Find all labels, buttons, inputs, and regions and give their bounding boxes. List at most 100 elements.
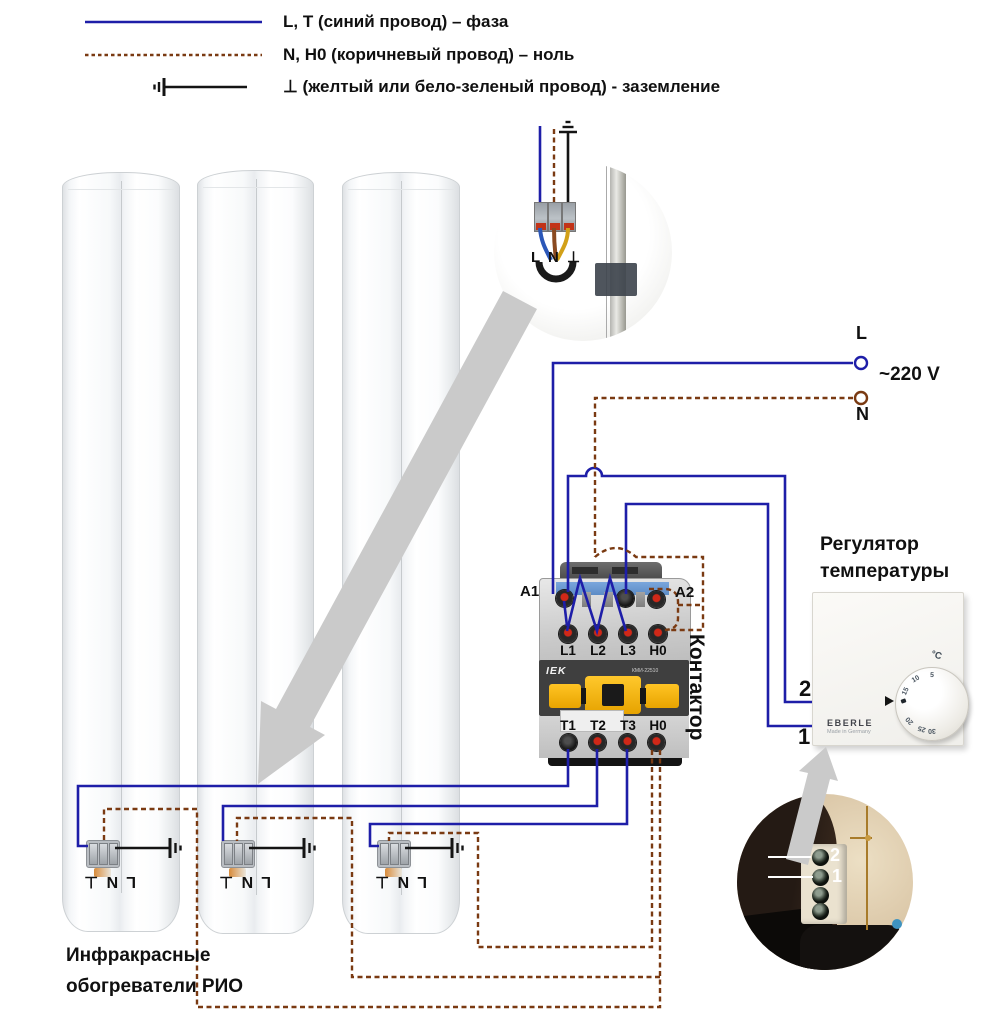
heater-1 — [62, 172, 180, 932]
thermostat-terminal-2 — [812, 849, 829, 866]
regulator-title-line1: Регулятор — [820, 533, 919, 555]
terminal-t2 — [589, 734, 606, 751]
mains-phase-terminal — [853, 355, 869, 371]
terminal-label-t3: Т3 — [620, 718, 636, 733]
latch-notch — [640, 688, 646, 704]
inset-terminal-ground — [562, 202, 576, 232]
dial-number: 20 — [904, 715, 916, 726]
contactor-model: КМИ-22510 — [632, 668, 659, 674]
heater-topline — [202, 187, 309, 188]
slot — [604, 592, 613, 607]
terminal-tip — [536, 223, 546, 230]
contactor-sticker — [560, 710, 624, 732]
mains-neutral-label: N — [856, 404, 869, 424]
thermostat-terminal — [812, 887, 829, 904]
heater-topline — [347, 189, 455, 190]
dial-number: 15 — [901, 686, 911, 697]
terminal-a1 — [556, 590, 573, 607]
terminal-label-l1: L1 — [560, 643, 576, 658]
thermostat-terminal-1 — [812, 869, 829, 886]
regulator-terminal-2-label: 2 — [799, 676, 812, 701]
terminal-pin — [380, 843, 389, 865]
latch-notch — [581, 688, 586, 704]
heaters-caption: Инфракрасные обогреватели РИО — [66, 941, 243, 1002]
heater-3-lnground-label: L N ⊥ — [373, 873, 427, 890]
contactor-name-label: Контактор — [685, 634, 708, 741]
dial-pointer-icon — [885, 696, 894, 706]
terminal-label-t1: Т1 — [560, 718, 576, 733]
terminal-l1 — [559, 625, 577, 643]
terminal-a2 — [648, 591, 665, 608]
regulator-made-in: Made in Germany — [827, 729, 871, 735]
slot — [582, 592, 591, 607]
rating-plate — [595, 263, 637, 296]
terminal-pin — [224, 843, 233, 865]
thermostat-terminal — [812, 903, 829, 920]
inset-terminal-2-label: 2 — [830, 845, 841, 865]
regulator-terminal-1-label: 1 — [798, 724, 811, 749]
terminal-pin — [109, 843, 118, 865]
cap-slot — [612, 567, 638, 574]
heater-1-terminal-block — [86, 840, 120, 877]
heater-seam — [401, 181, 402, 895]
heater-2-lnground-label: L N ⊥ — [217, 873, 271, 890]
terminal-t1 — [560, 734, 577, 751]
terminal-l3 — [619, 625, 637, 643]
heater-1-lnground-label: L N ⊥ — [82, 873, 136, 890]
contactor-device: L1 L2 L3 Н0 IEK КМИ-22510 Т1 Т2 Т3 Н0 — [538, 562, 692, 766]
legend-item-phase: L, Т (синий провод) – фаза — [283, 12, 509, 31]
terminal-h0-top — [649, 625, 667, 643]
heater-edge-strip — [610, 163, 626, 341]
thermostat-body — [800, 925, 906, 970]
heater-2-terminal-block — [221, 840, 255, 877]
inset-lnground-label: L N ⊥ — [531, 249, 583, 266]
mains-phase-to-a1 — [551, 361, 853, 594]
cap-slot — [572, 567, 598, 574]
contactor-brand: IEK — [546, 665, 567, 677]
heater-seam — [255, 179, 257, 895]
terminal-aux-13 — [617, 590, 634, 607]
terminal-label-l3: L3 — [620, 643, 636, 658]
dial-number: 5 — [929, 671, 935, 680]
terminal-label-t2: Т2 — [590, 718, 606, 733]
contactor-middle: IEK КМИ-22510 — [539, 660, 689, 716]
terminal-pin — [234, 843, 243, 865]
temperature-regulator-device: 5 10 15 20 25 30 °C EBERLE Made in Germa… — [812, 592, 969, 746]
contactor-a2-label: А2 — [675, 584, 695, 601]
terminal-h0-bottom — [648, 734, 665, 751]
heaters-caption-line2: обогреватели РИО — [66, 975, 244, 997]
mains-neutral-terminal — [853, 390, 869, 406]
heater-seam — [121, 181, 122, 893]
heater-topline — [67, 189, 175, 190]
terminal-pin — [99, 843, 108, 865]
inset-terminal-l — [534, 202, 548, 232]
slot — [636, 592, 645, 607]
dial-number: 30 — [927, 726, 936, 735]
terminal-tip — [550, 223, 560, 230]
yellow-latch-left — [549, 684, 581, 708]
inset-terminal-n — [548, 202, 562, 232]
terminal-t3 — [619, 734, 636, 751]
heater-3-terminal-block — [377, 840, 411, 877]
regulator-title-line2: температуры — [820, 559, 950, 582]
yellow-latch-center — [585, 676, 641, 714]
dial-number: 25 — [917, 723, 927, 734]
thermostat-inset-photo — [737, 794, 913, 970]
terminal-label-l2: L2 — [590, 643, 606, 658]
legend-item-neutral: N, Н0 (коричневый провод) – ноль — [283, 45, 575, 64]
terminal-pin — [244, 843, 253, 865]
terminal-pin — [400, 843, 409, 865]
heater-terminal-inset-photo — [494, 163, 672, 341]
terminal-tip — [564, 223, 574, 230]
inset-terminal-1-label: 1 — [832, 866, 843, 886]
terminal-l2 — [589, 625, 607, 643]
terminal-label-h0-bottom: Н0 — [649, 718, 667, 733]
mains-phase-label: L — [856, 323, 867, 343]
dial-number: 10 — [910, 674, 922, 685]
dial-unit-label: °C — [929, 648, 944, 663]
heater-2 — [197, 170, 314, 934]
yellow-latch-right — [645, 684, 679, 708]
terminal-wires — [94, 868, 111, 877]
regulator-title: Регулятор температуры — [820, 531, 949, 584]
